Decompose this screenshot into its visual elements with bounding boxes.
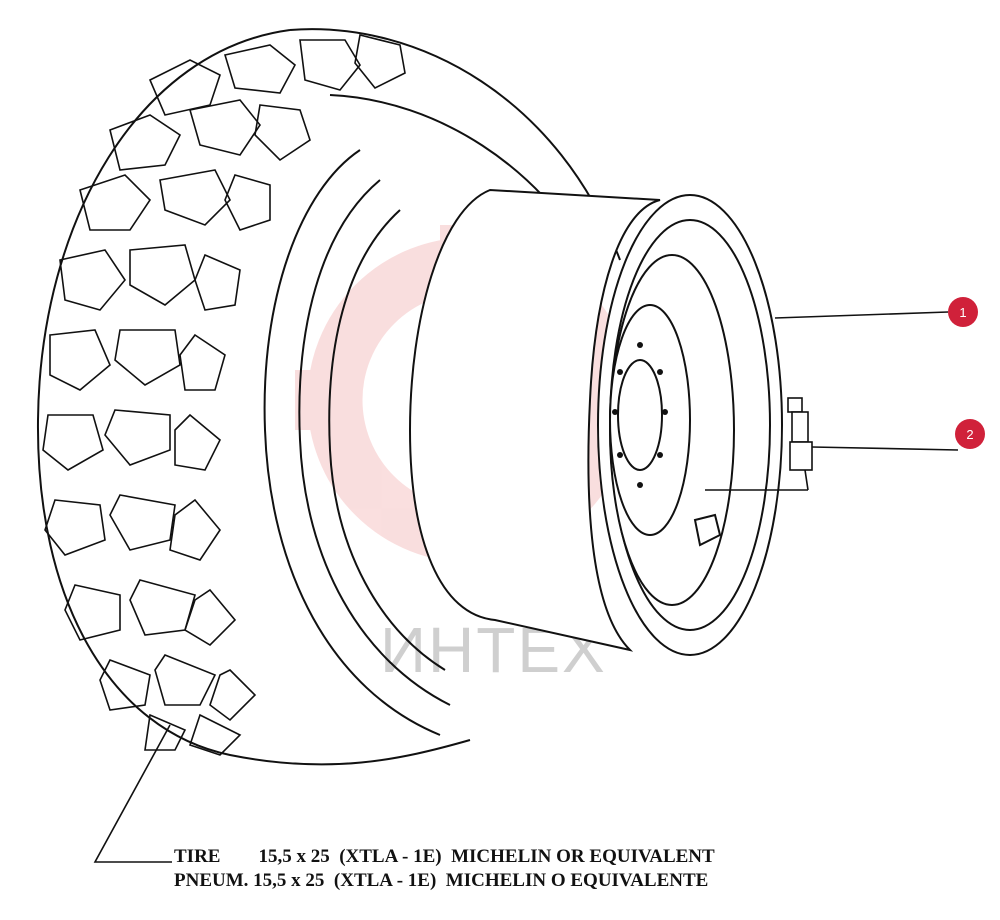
caption-line-spanish: PNEUM. 15,5 x 25 (XTLA - 1E) MICHELIN O … [174,870,709,891]
leader-lines [93,311,959,863]
svg-text:1: 1 [959,305,966,320]
valve-stem [787,397,813,491]
rim [408,188,783,656]
svg-text:2: 2 [966,427,973,442]
callout-1: 1 [948,297,978,327]
caption-line-english: TIRE 15,5 x 25 (XTLA - 1E) MICHELIN OR E… [174,846,715,867]
callout-2: 2 [955,419,985,449]
